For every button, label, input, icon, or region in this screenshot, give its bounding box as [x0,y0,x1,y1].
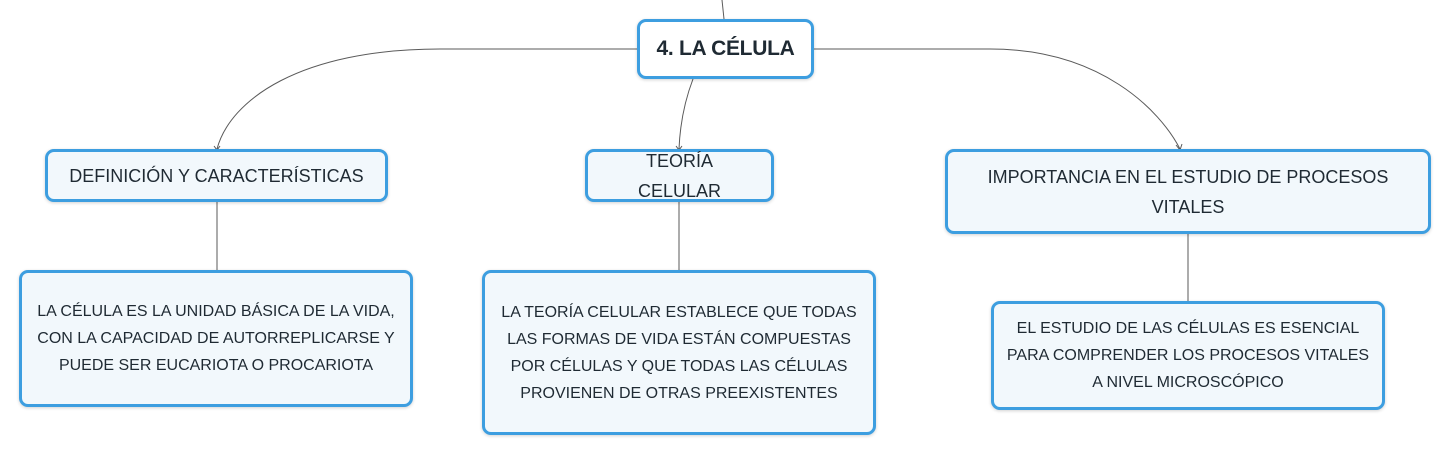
root-node[interactable]: 4. LA CÉLULA [637,19,814,79]
topic-definicion[interactable]: DEFINICIÓN Y CARACTERÍSTICAS [45,149,388,202]
detail-definicion-line: CON LA CAPACIDAD DE AUTORREPLICARSE Y [37,330,395,347]
topic-importancia-line: IMPORTANCIA EN EL ESTUDIO DE PROCESOS [987,166,1389,187]
detail-definicion-line: PUEDE SER EUCARIOTA O PROCARIOTA [58,357,374,374]
detail-importancia-line: PARA COMPRENDER LOS PROCESOS VITALES [1006,347,1370,364]
detail-teoria-line: POR CÉLULAS Y QUE TODAS LAS CÉLULAS [510,357,848,375]
topic-definicion-label: DEFINICIÓN Y CARACTERÍSTICAS [69,165,364,186]
detail-definicion[interactable]: LA CÉLULA ES LA UNIDAD BÁSICA DE LA VIDA… [19,270,413,407]
detail-definicion-line: LA CÉLULA ES LA UNIDAD BÁSICA DE LA VIDA… [37,303,395,320]
detail-importancia-line: EL ESTUDIO DE LAS CÉLULAS ES ESENCIAL [1016,320,1360,337]
connector-root-to-teoria [678,78,694,150]
detail-teoria-line: PROVIENEN DE OTRAS PREEXISTENTES [520,384,838,402]
detail-teoria-celular[interactable]: LA TEORÍA CELULAR ESTABLECE QUE TODAS LA… [482,270,876,435]
root-label: 4. LA CÉLULA [656,37,795,60]
connector-root-to-importancia [814,48,1181,150]
topic-teoria-label: TEORÍA CELULAR [637,150,722,201]
detail-importancia[interactable]: EL ESTUDIO DE LAS CÉLULAS ES ESENCIAL PA… [991,301,1385,410]
topic-importancia-line: VITALES [1151,196,1225,217]
detail-teoria-line: LA TEORÍA CELULAR ESTABLECE QUE TODAS [501,303,857,321]
detail-teoria-line: LAS FORMAS DE VIDA ESTÁN COMPUESTAS [507,330,851,348]
connector-root-to-definicion [216,48,637,150]
connector-from-parent [721,0,725,20]
detail-importancia-line: A NIVEL MICROSCÓPICO [1092,374,1284,391]
topic-importancia[interactable]: IMPORTANCIA EN EL ESTUDIO DE PROCESOS VI… [945,149,1431,234]
topic-teoria-celular[interactable]: TEORÍA CELULAR [585,149,774,202]
